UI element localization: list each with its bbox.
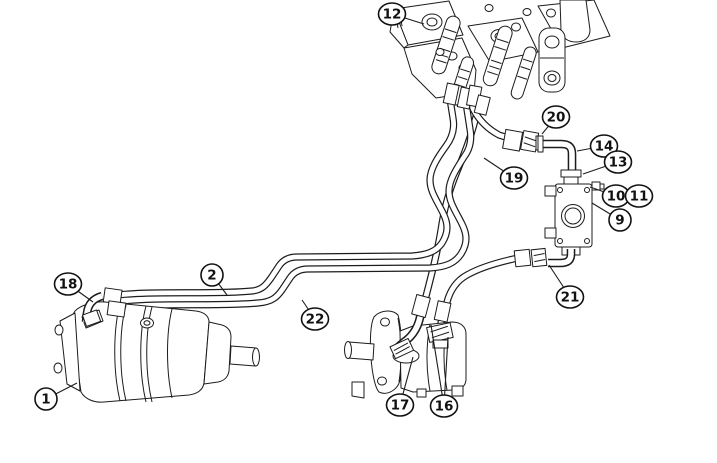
callout-balloon [53, 272, 83, 296]
callout-number: 17 [391, 398, 410, 414]
hose-2 [106, 95, 458, 300]
control-valve-assembly [389, 0, 611, 106]
callout-19[interactable]: 19 [483, 157, 529, 190]
callout-number: 16 [435, 399, 454, 415]
flow-control-block-9 [544, 181, 605, 256]
motor-flange [369, 310, 403, 394]
callout-number: 22 [306, 312, 325, 328]
callout-12[interactable]: 12 [377, 2, 425, 26]
flow-control-assembly [502, 128, 605, 268]
callout-balloon [385, 393, 415, 417]
callout-20[interactable]: 20 [541, 105, 571, 135]
pump-rear-cylinder [203, 321, 232, 385]
callout-21[interactable]: 21 [548, 264, 585, 309]
reducer-13 [560, 169, 582, 185]
callout-balloon [589, 134, 619, 158]
callout-number: 19 [505, 171, 524, 187]
callout-balloon [555, 285, 585, 309]
hose-end-17 [389, 294, 431, 360]
callout-number: 12 [383, 7, 402, 23]
callout-number: 21 [561, 290, 580, 306]
callout-number: 18 [59, 277, 78, 293]
callout-1[interactable]: 1 [34, 382, 78, 411]
elbow-fitting-21 [513, 247, 576, 268]
hoses [106, 95, 522, 327]
hydraulic-pump [53, 287, 260, 403]
callout-18[interactable]: 18 [53, 272, 94, 303]
callout-number: 1 [41, 392, 50, 408]
callout-number: 14 [595, 139, 614, 155]
callout-balloon [429, 394, 459, 418]
callout-number: 20 [547, 110, 566, 126]
callout-9[interactable]: 9 [591, 202, 632, 232]
valve-spool [482, 25, 513, 87]
callout-balloon [34, 387, 58, 411]
hydraulic-motor [344, 294, 467, 399]
callout-balloon [603, 150, 633, 174]
callout-number: 11 [630, 189, 649, 205]
callout-2[interactable]: 2 [200, 263, 228, 296]
callout-number: 9 [615, 213, 624, 229]
callout-16[interactable]: 16 [429, 324, 459, 418]
block-plug-left-bottom [544, 227, 557, 239]
valve-spool [510, 46, 537, 100]
callout-balloon [200, 263, 224, 287]
callout-balloon [499, 166, 529, 190]
callout-balloon [377, 2, 407, 26]
callout-balloon [541, 105, 571, 129]
callout-number: 10 [607, 189, 626, 205]
callout-14[interactable]: 14 [576, 134, 619, 158]
callout-22[interactable]: 22 [300, 299, 330, 331]
callout-balloon [608, 208, 632, 232]
callout-13[interactable]: 13 [582, 150, 633, 175]
callout-number: 13 [609, 155, 628, 171]
pump-fitting-18 [81, 287, 127, 327]
hose-block-to-motor [437, 254, 522, 327]
valve-port-fittings [442, 82, 491, 116]
valve-spool [431, 15, 461, 75]
hose-22 [110, 99, 475, 312]
callout-balloon [624, 184, 654, 208]
callout-balloon [300, 307, 330, 331]
callout-11[interactable]: 11 [624, 184, 654, 208]
hose-end-20 [502, 128, 544, 153]
callout-number: 2 [207, 268, 216, 284]
callout-10[interactable]: 10 [589, 184, 631, 208]
block-plug-left-top [544, 185, 557, 197]
leader-line [430, 324, 445, 407]
callout-17[interactable]: 17 [385, 356, 415, 417]
elbow-fitting-14 [537, 135, 577, 171]
pump-port-plug [140, 317, 154, 329]
